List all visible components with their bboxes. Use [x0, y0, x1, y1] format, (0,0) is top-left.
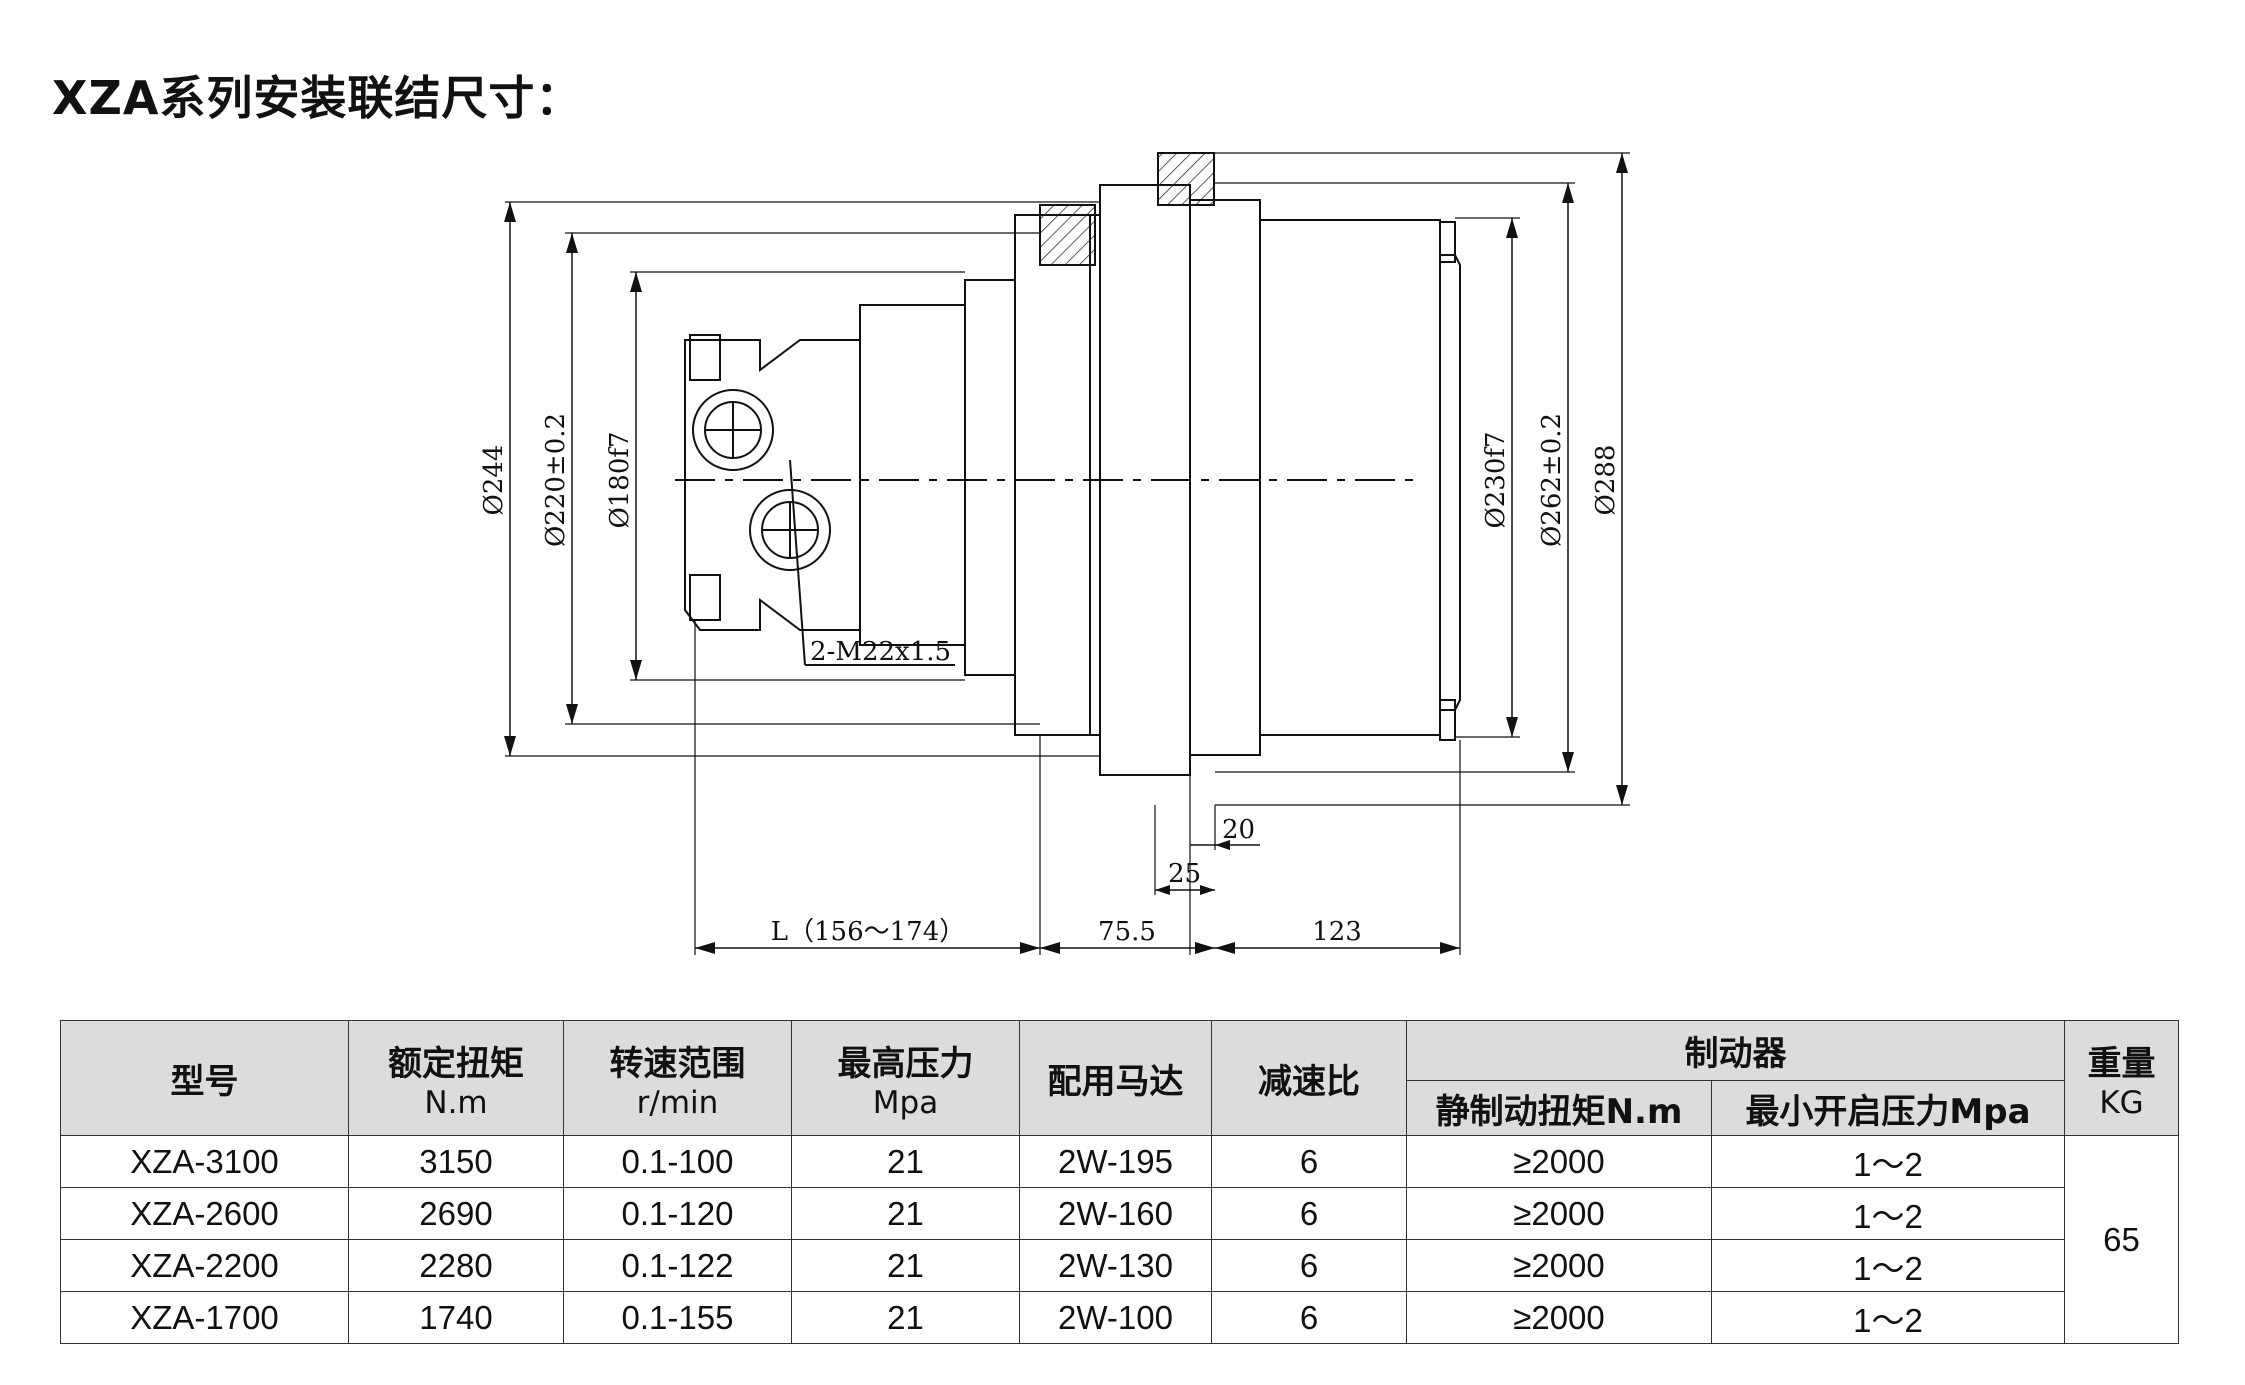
dim-d230: Ø230f7 — [1481, 431, 1511, 528]
header-brake-torque: 静制动扭矩N.m — [1406, 1080, 1712, 1136]
dim-d244: Ø244 — [479, 445, 509, 516]
dim-25: 25 — [1168, 859, 1201, 889]
table-row: XZA-2600 2690 0.1-120 21 2W-160 6 ≥2000 … — [60, 1187, 2179, 1240]
motor-flange — [859, 204, 1100, 736]
motor-body — [684, 334, 955, 666]
dim-d288: Ø288 — [1591, 445, 1621, 516]
table-row: XZA-1700 1740 0.1-155 21 2W-100 6 ≥2000 … — [60, 1291, 2179, 1344]
dim-thread: 2-M22x1.5 — [810, 637, 951, 667]
header-motor: 配用马达 — [1019, 1020, 1212, 1136]
dim-length-75: 75.5 — [1098, 917, 1156, 947]
header-brake: 制动器 — [1406, 1020, 2065, 1081]
header-model: 型号 — [60, 1020, 349, 1136]
dim-length-l: L（156～174） — [771, 917, 966, 947]
dim-20: 20 — [1222, 815, 1255, 845]
installation-drawing: Ø244 Ø220±0.2 Ø180f7 Ø230f7 Ø262±0.2 Ø28… — [479, 152, 1630, 955]
weight-value: 65 — [2064, 1135, 2179, 1344]
table-row: XZA-3100 3150 0.1-100 21 2W-195 6 ≥2000 … — [60, 1135, 2179, 1344]
page-title: XZA系列安装联结尺寸： — [52, 71, 583, 125]
port-upper — [692, 389, 774, 471]
port-lower — [749, 489, 831, 571]
header-ratio: 减速比 — [1211, 1020, 1407, 1136]
dim-d262: Ø262±0.2 — [1537, 413, 1567, 547]
dim-d220: Ø220±0.2 — [541, 413, 571, 547]
header-brake-pressure: 最小开启压力Mpa — [1711, 1080, 2065, 1136]
table-row: XZA-2200 2280 0.1-122 21 2W-130 6 ≥2000 … — [60, 1239, 2179, 1292]
reducer-housing — [1099, 152, 1461, 776]
dim-length-123: 123 — [1312, 917, 1362, 947]
dim-d180: Ø180f7 — [605, 431, 635, 528]
